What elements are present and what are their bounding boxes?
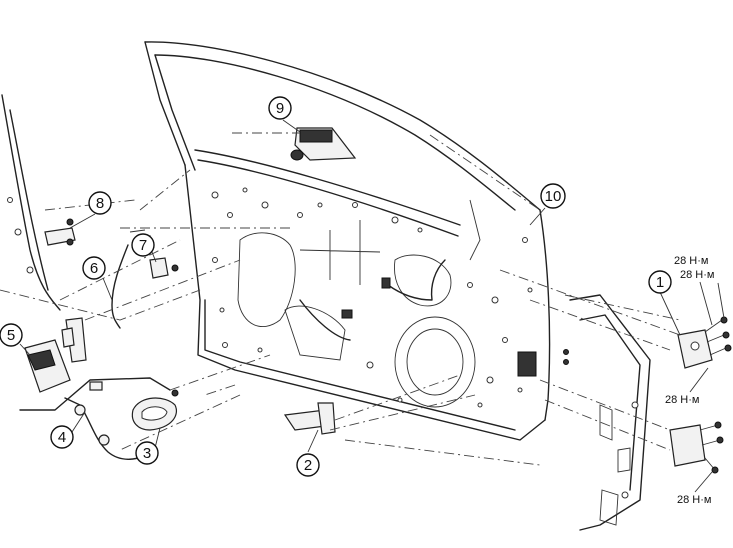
svg-text:6: 6 [90, 260, 98, 277]
door-inner-panel [144, 41, 551, 441]
callout-4: 4 [50, 411, 86, 449]
callouts: 1 2 3 4 5 6 7 [0, 96, 681, 477]
svg-text:5: 5 [7, 327, 15, 344]
callout-10: 10 [529, 183, 566, 226]
callout-8: 8 [69, 191, 112, 229]
torque-label: 28 Н·м [677, 494, 711, 506]
door-latch-assembly [677, 316, 732, 369]
b-pillar-outline [1, 94, 61, 311]
door-connector [517, 349, 569, 377]
window-switch [290, 127, 357, 161]
door-striker [44, 218, 76, 246]
svg-text:2: 2 [304, 457, 312, 474]
svg-text:1: 1 [656, 274, 664, 291]
callout-2: 2 [296, 429, 320, 477]
callout-3: 3 [135, 427, 161, 465]
callout-5: 5 [0, 323, 31, 356]
torque-label: 28 Н·м [674, 255, 708, 267]
callout-1: 1 [648, 270, 681, 336]
svg-text:3: 3 [143, 445, 151, 462]
torque-labels: 28 Н·м 28 Н·м 28 Н·м 28 Н·м [665, 255, 725, 506]
callout-9: 9 [268, 96, 301, 133]
svg-text:10: 10 [545, 188, 562, 205]
svg-text:8: 8 [96, 195, 104, 212]
lock-cylinder [129, 229, 179, 279]
callout-6: 6 [82, 256, 113, 301]
torque-label: 28 Н·м [680, 269, 714, 281]
inner-door-handle [283, 402, 336, 435]
svg-text:4: 4 [58, 429, 66, 446]
callout-7: 7 [131, 233, 157, 263]
svg-text:9: 9 [276, 100, 284, 117]
door-lock-actuator [24, 317, 87, 393]
torque-label: 28 Н·м [665, 394, 699, 406]
hinge-pillar [569, 294, 651, 531]
svg-text:7: 7 [139, 237, 147, 254]
door-mounting-holes [211, 187, 533, 408]
outer-handle [131, 389, 179, 431]
lower-hinge [669, 421, 724, 474]
alignment-lines [0, 132, 681, 466]
